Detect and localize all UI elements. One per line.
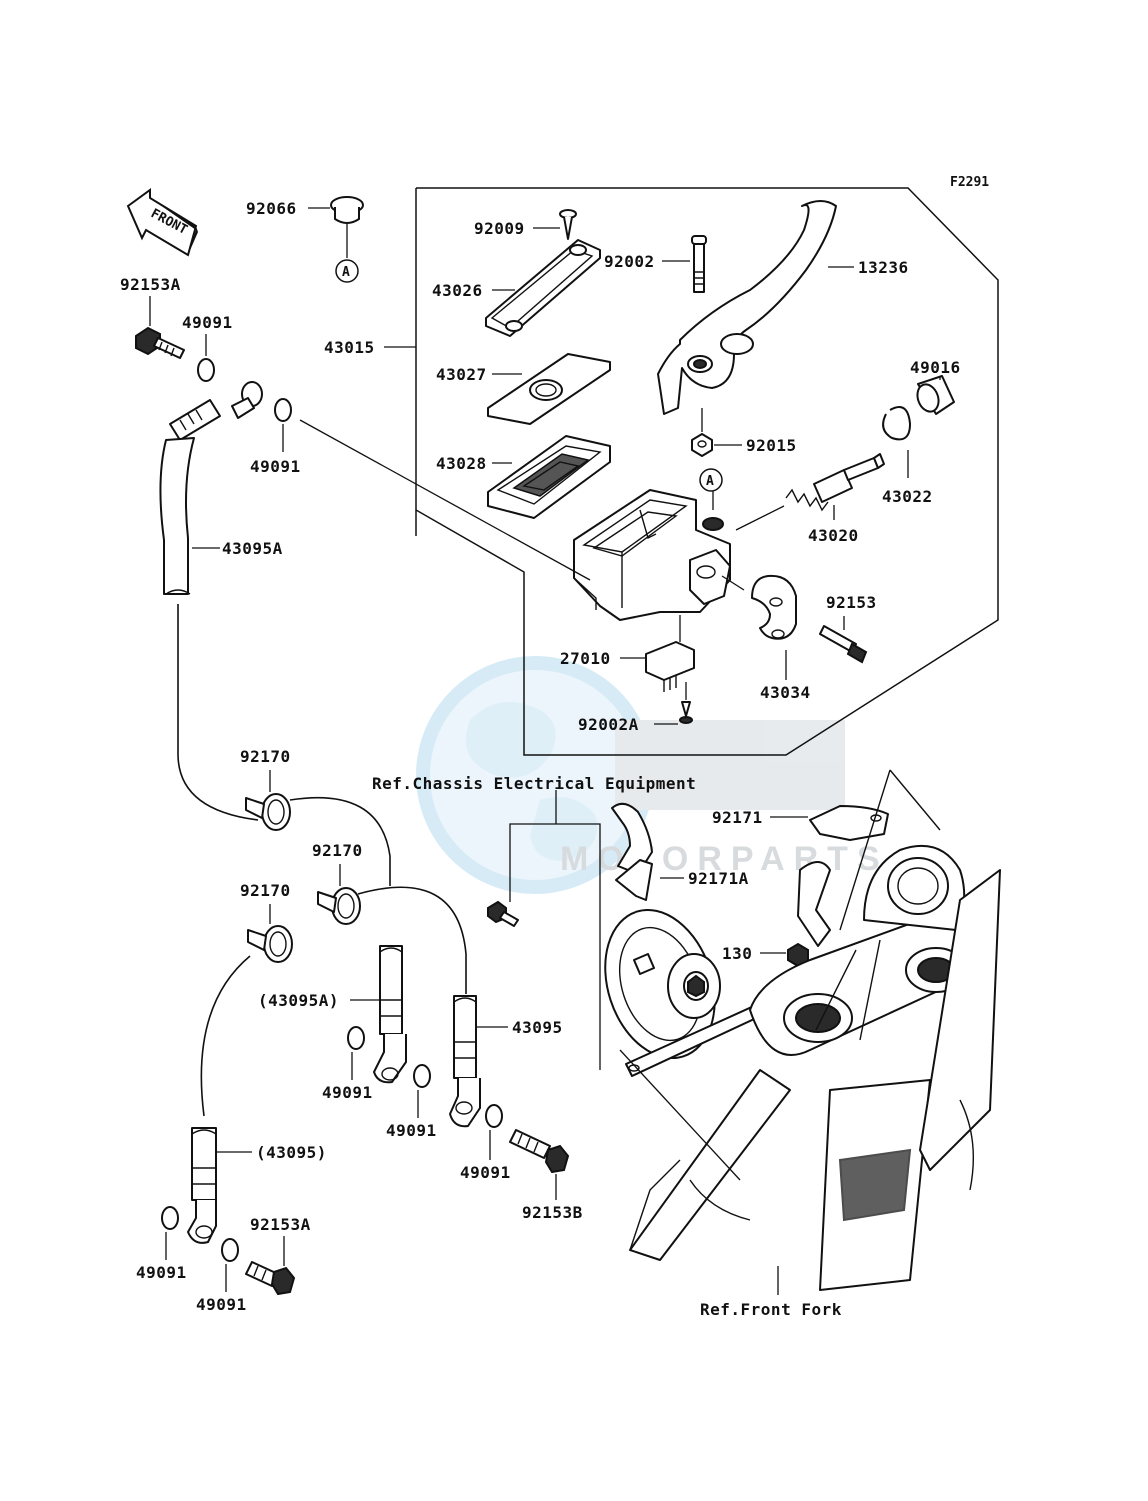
washer-49091-g bbox=[221, 1238, 239, 1262]
bracket-92171A bbox=[611, 802, 653, 901]
label-92015: 92015 bbox=[746, 436, 797, 455]
callout-marker-a-body: A bbox=[699, 468, 723, 492]
label-43020: 43020 bbox=[808, 526, 859, 545]
watermark: MOTORPARTS bbox=[416, 656, 880, 894]
watermark-logo-block bbox=[615, 720, 845, 810]
label-92002: 92002 bbox=[604, 252, 655, 271]
label-27010: 27010 bbox=[560, 649, 611, 668]
label-43022: 43022 bbox=[882, 487, 933, 506]
cap-92066 bbox=[330, 196, 364, 224]
label-49016: 49016 bbox=[910, 358, 961, 377]
brake-switch-27010 bbox=[645, 641, 695, 692]
callout-marker-a-top: A bbox=[335, 259, 359, 283]
label-92153A-top: 92153A bbox=[120, 275, 181, 294]
label-43095A-paren: (43095A) bbox=[258, 991, 339, 1010]
figure-code: F2291 bbox=[950, 175, 989, 190]
label-49091-f: 49091 bbox=[136, 1263, 187, 1282]
label-92009: 92009 bbox=[474, 219, 525, 238]
nut-92015 bbox=[691, 433, 713, 457]
washer-49091-c bbox=[347, 1026, 365, 1050]
label-92170-c: 92170 bbox=[240, 881, 291, 900]
washer-49091-b bbox=[274, 398, 292, 422]
assembly-frame-43015 bbox=[415, 187, 999, 756]
ref-front-fork: Ref.Front Fork bbox=[700, 1300, 842, 1319]
label-92171: 92171 bbox=[712, 808, 763, 827]
label-92170-b: 92170 bbox=[312, 841, 363, 860]
dust-boot-49016 bbox=[916, 375, 955, 415]
front-fork-steering-head bbox=[629, 845, 1001, 1291]
label-92153: 92153 bbox=[826, 593, 877, 612]
brake-hose-43095A bbox=[159, 381, 263, 595]
label-43095-paren: (43095) bbox=[256, 1143, 327, 1162]
label-49091-g: 49091 bbox=[196, 1295, 247, 1314]
hose-clamp-92170-b bbox=[317, 887, 361, 925]
brake-lever-13236 bbox=[657, 200, 837, 415]
banjo-bolt-92153A-bottom bbox=[245, 1261, 296, 1296]
washer-49091-f bbox=[161, 1206, 179, 1230]
diaphragm-plate-43027 bbox=[487, 353, 611, 425]
label-92153A-bottom: 92153A bbox=[250, 1215, 311, 1234]
hose-clamp-92170-c bbox=[247, 925, 293, 963]
svg-text:A: A bbox=[342, 265, 350, 280]
circlip-43022 bbox=[882, 406, 911, 441]
bracket-92171 bbox=[809, 805, 889, 841]
screw-92009 bbox=[559, 209, 577, 240]
master-cylinder-body bbox=[573, 489, 731, 621]
label-43034: 43034 bbox=[760, 683, 811, 702]
label-43028: 43028 bbox=[436, 454, 487, 473]
label-49091-a: 49091 bbox=[182, 313, 233, 332]
label-49091-d: 49091 bbox=[386, 1121, 437, 1140]
horn-assembly bbox=[604, 908, 783, 1077]
bolt-small-ref bbox=[487, 900, 519, 927]
reservoir-cover-43026 bbox=[485, 239, 601, 337]
label-43095A: 43095A bbox=[222, 539, 283, 558]
label-130: 130 bbox=[722, 944, 752, 963]
washer-49091-d bbox=[413, 1064, 431, 1088]
clamp-43034 bbox=[751, 574, 797, 640]
svg-text:A: A bbox=[706, 474, 714, 489]
washer-49091-e bbox=[485, 1104, 503, 1128]
label-49091-b: 49091 bbox=[250, 457, 301, 476]
label-43015: 43015 bbox=[324, 338, 375, 357]
label-49091-c: 49091 bbox=[322, 1083, 373, 1102]
label-92170-a: 92170 bbox=[240, 747, 291, 766]
label-49091-e: 49091 bbox=[460, 1163, 511, 1182]
label-92171A: 92171A bbox=[688, 869, 749, 888]
diaphragm-43028 bbox=[487, 435, 611, 519]
front-arrow-icon: FRONT bbox=[126, 188, 198, 257]
brake-hose-43095 bbox=[449, 995, 481, 1128]
pivot-bolt-92002 bbox=[691, 235, 707, 293]
piston-kit-43020 bbox=[785, 453, 885, 512]
washer-49091-a bbox=[197, 358, 215, 382]
label-92066: 92066 bbox=[246, 199, 297, 218]
banjo-bolt-92153A-top bbox=[135, 326, 185, 359]
label-43095: 43095 bbox=[512, 1018, 563, 1037]
hose-clamp-92170-a bbox=[245, 793, 291, 831]
label-92153B: 92153B bbox=[522, 1203, 583, 1222]
label-13236: 13236 bbox=[858, 258, 909, 277]
brake-hose-43095-lower bbox=[187, 1127, 217, 1244]
label-43026: 43026 bbox=[432, 281, 483, 300]
brake-hose-43095A-lower bbox=[373, 945, 407, 1084]
bolt-92153 bbox=[819, 625, 868, 664]
ref-chassis-electrical: Ref.Chassis Electrical Equipment bbox=[372, 774, 696, 793]
screw-92002A bbox=[679, 701, 693, 724]
label-43027: 43027 bbox=[436, 365, 487, 384]
banjo-bolt-92153B bbox=[509, 1129, 570, 1174]
label-92002A: 92002A bbox=[578, 715, 639, 734]
